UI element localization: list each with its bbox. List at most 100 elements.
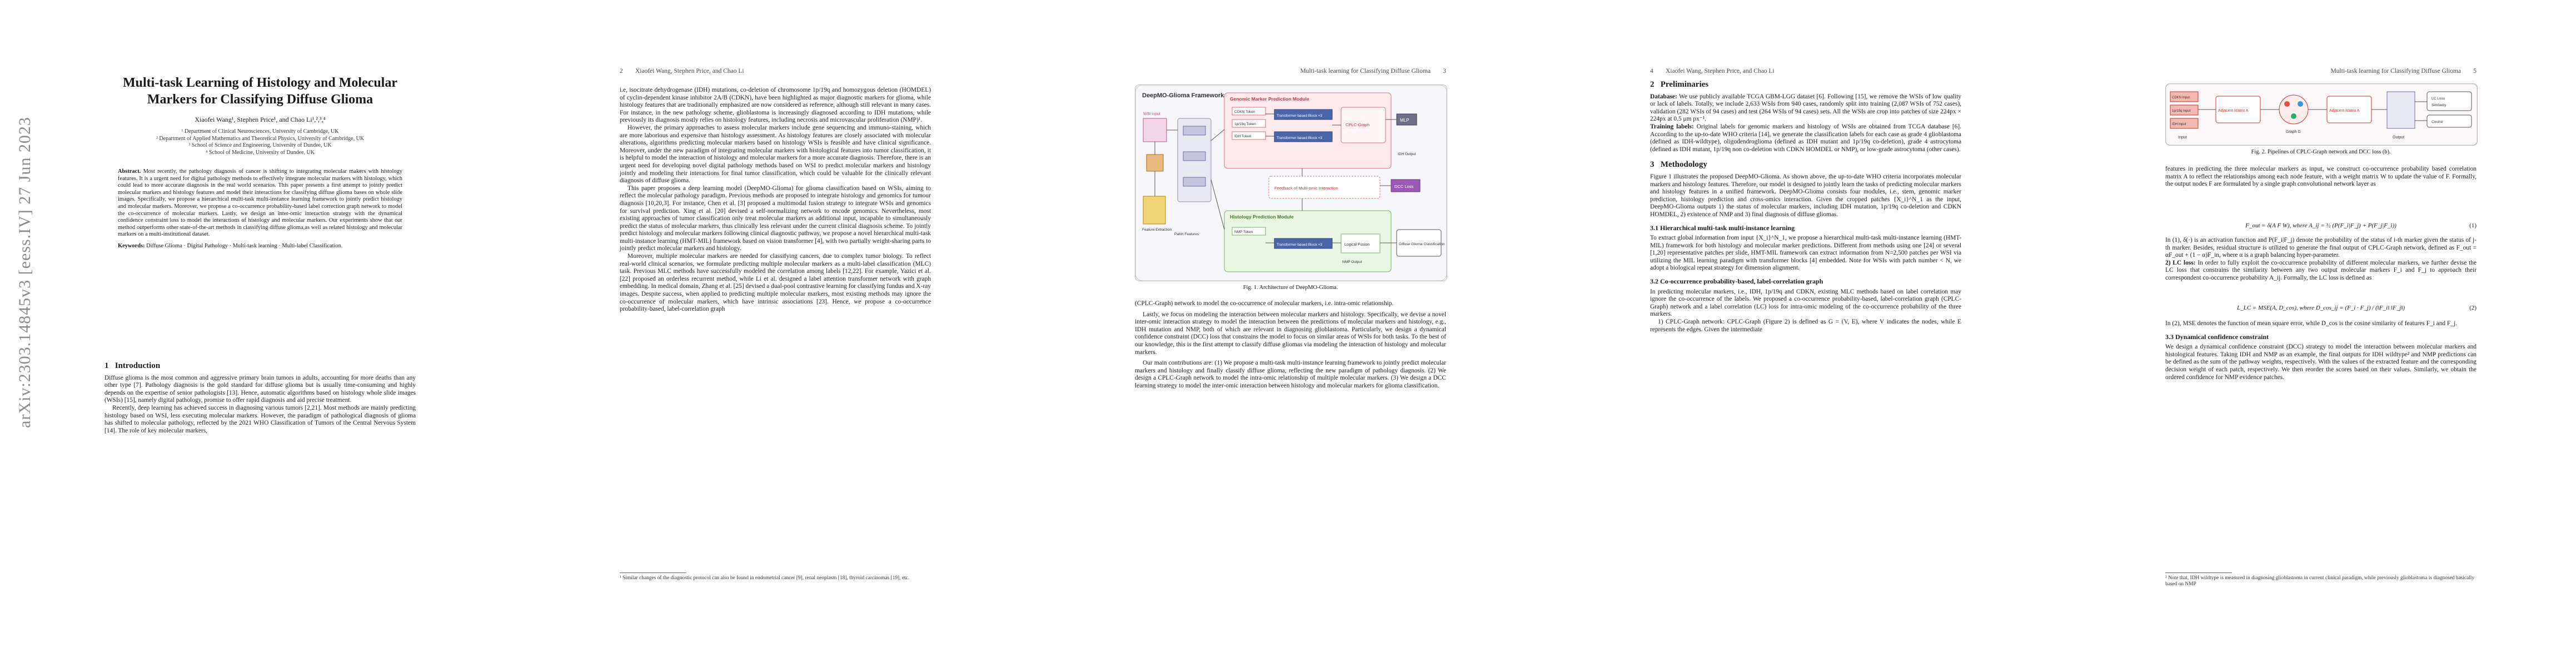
body-text: (CPLC-Graph) network to model the co-occ… — [1135, 300, 1446, 390]
keywords: Keywords: Diffuse Glioma · Digital Patho… — [118, 242, 343, 249]
idh-input — [2170, 118, 2199, 129]
svg-text:1p/19q Input: 1p/19q Input — [2172, 109, 2191, 113]
svg-text:DCC Loss: DCC Loss — [1394, 184, 1413, 189]
svg-text:Graph G: Graph G — [2286, 130, 2301, 134]
cdkn-input — [2170, 91, 2199, 102]
graph-node-group — [2279, 94, 2309, 125]
nmp-token — [1232, 227, 1266, 236]
subsection-heading: 3.1 Hierarchical multi-task multi-instan… — [1650, 223, 1795, 232]
svg-text:CDKN Token: CDKN Token — [1234, 110, 1255, 114]
svg-text:NMP Output: NMP Output — [1342, 260, 1362, 264]
svg-text:LC Loss: LC Loss — [2431, 97, 2445, 101]
svg-text:Transformer-based Block ×3: Transformer-based Block ×3 — [1277, 243, 1322, 247]
logical-fusion-box — [1341, 233, 1381, 253]
architecture-figure: DeepMO-Glioma Framework WSI Input Featur… — [1135, 84, 1447, 281]
cdkn-token — [1232, 107, 1266, 116]
running-header: Multi-task learning for Classifying Diff… — [1300, 68, 1446, 74]
transformer-block-2 — [1274, 131, 1333, 142]
subsection-heading: 3.2 Co-occurrence probability-based, lab… — [1650, 277, 1823, 286]
paragraph: Diffuse glioma is the most common and ag… — [104, 374, 416, 404]
patch-features-label: Patch Features — [1174, 232, 1199, 236]
paragraph: We design a dynamical confidence constra… — [2165, 344, 2477, 381]
running-header: 4 Xiaofei Wang, Stephen Price, and Chao … — [1650, 68, 1775, 74]
feature-extraction-block — [1143, 196, 1166, 225]
introduction: 1 Introduction Diffuse glioma is the mos… — [104, 355, 416, 435]
affiliations: ¹ Department of Clinical Neurosciences, … — [156, 128, 365, 156]
body-text: In (2), MSE denotes the function of mean… — [2165, 320, 2477, 381]
paper-title: Multi-task Learning of Histology and Mol… — [123, 76, 397, 107]
section-heading: 3 Methodology — [1650, 160, 1707, 170]
svg-text:Logical Fusion: Logical Fusion — [1344, 243, 1369, 247]
svg-text:Cosine: Cosine — [2431, 120, 2443, 124]
arxiv-stamp: arXiv:2303.14845v3 [eess.IV] 27 Jun 2023 — [16, 117, 34, 428]
subsection-heading: 3.3 Dynamical confidence constraint — [2165, 332, 2269, 341]
framework-label: DeepMO-Glioma Framework — [1142, 92, 1224, 99]
page-1: arXiv:2303.14845v3 [eess.IV] 27 Jun 2023… — [0, 0, 515, 667]
svg-text:MLP: MLP — [1400, 118, 1409, 123]
svg-text:Similarity: Similarity — [2431, 103, 2447, 107]
1p19q-input — [2170, 104, 2199, 116]
feature-extraction-label: Feature Extraction — [1142, 228, 1172, 232]
svg-text:IDH Output: IDH Output — [1398, 152, 1416, 156]
paragraph: Figure 1 illustrates the proposed DeepMO… — [1650, 173, 1961, 218]
paragraph: However, the primary approaches to asses… — [620, 124, 931, 185]
svg-text:Adjacent Matrix A: Adjacent Matrix A — [2218, 109, 2249, 113]
paragraph: 2) LC loss: In order to fully exploit th… — [2165, 259, 2477, 281]
svg-text:Feedback of Multi-omic Interac: Feedback of Multi-omic Interaction — [1274, 186, 1338, 191]
cplc-graph-figure: CDKN Input 1p/19q Input IDH Input Input … — [2165, 83, 2478, 146]
page-3: Multi-task learning for Classifying Diff… — [1030, 0, 1546, 667]
page-2: 2 Xiaofei Wang, Stephen Price, and Chao … — [515, 0, 1030, 667]
output-stack — [2386, 91, 2415, 129]
svg-text:IDH Token: IDH Token — [1234, 135, 1252, 138]
interaction-box — [1268, 176, 1381, 199]
figure-2-caption: Fig. 2. Pipelines of CPLC-Graph network … — [2251, 149, 2391, 155]
page-4: 4 Xiaofei Wang, Stephen Price, and Chao … — [1546, 0, 2061, 667]
section-heading: 2 Preliminaries — [1650, 80, 1709, 89]
transformer-block-1 — [1274, 109, 1333, 120]
svg-text:NMP Token: NMP Token — [1234, 230, 1253, 234]
paragraph: 1) CPLC-Graph network: CPLC-Graph (Figur… — [1650, 318, 1961, 333]
1p19q-token — [1232, 119, 1266, 128]
title-block: Multi-task Learning of Histology and Mol… — [104, 69, 416, 250]
footnote: ¹ Similar changes of the diagnostic prot… — [620, 573, 931, 581]
paragraph: i.e, isocitrate dehydrogenase (IDH) muta… — [620, 87, 931, 124]
cosine-box — [2426, 115, 2472, 128]
svg-text:1p/19q Token: 1p/19q Token — [1234, 122, 1256, 126]
body-text: i.e, isocitrate dehydrogenase (IDH) muta… — [620, 87, 931, 313]
svg-text:CDKN Input: CDKN Input — [2172, 96, 2190, 99]
wsi-thumbnail — [1143, 118, 1167, 142]
equation-1: F_out = δ(A F W), where A_ij = ½ (P(F_i|… — [2245, 222, 2477, 229]
running-header: 2 Xiaofei Wang, Stephen Price, and Chao … — [620, 68, 744, 74]
lc-loss-box — [2426, 91, 2472, 111]
idh-token — [1232, 131, 1266, 140]
body-text: features in predicting the three molecul… — [2165, 166, 2477, 188]
transformer-block-3 — [1274, 238, 1333, 249]
figure-1-caption: Fig. 1. Architecture of DeepMO-Glioma. — [1243, 285, 1338, 291]
paragraph: Training labels: Original labels for gen… — [1650, 123, 1961, 153]
paragraph: Recently, deep learning has achieved suc… — [104, 404, 416, 434]
equation-2: L_LC = MSE(A, D_cos), where D_cos_ij = (… — [2236, 305, 2477, 311]
paragraph: Our main contributions are: (1) We propo… — [1135, 360, 1446, 389]
paragraph: (CPLC-Graph) network to model the co-occ… — [1135, 300, 1394, 307]
running-header: Multi-task learning for Classifying Diff… — [2330, 68, 2477, 74]
paragraph: This paper proposes a deep learning mode… — [620, 185, 931, 252]
svg-text:Adjacent Matrix A: Adjacent Matrix A — [2329, 109, 2360, 113]
page-5: Multi-task learning for Classifying Diff… — [2061, 0, 2576, 667]
paragraph: Lastly, we focus on modeling the interac… — [1135, 311, 1446, 356]
authors: Xiaofei Wang¹, Stephen Price¹, and Chao … — [195, 116, 326, 123]
paragraph: To extract global information from input… — [1650, 235, 1961, 272]
paragraph: In predicting molecular markers, i.e., I… — [1650, 288, 1961, 318]
paragraph: Database: We use publicly available TCGA… — [1650, 93, 1961, 123]
paragraph: In (1), δ(·) is an activation function a… — [2165, 237, 2477, 259]
paragraph: In (2), MSE denotes the function of mean… — [2165, 320, 2457, 327]
footnote: ² Note that, IDH wildtype is measured in… — [2165, 573, 2477, 588]
svg-text:Transformer-based Block ×3: Transformer-based Block ×3 — [1277, 114, 1322, 118]
abstract: Abstract. Most recently, the pathology d… — [118, 168, 402, 238]
body-text: In (1), δ(·) is an activation function a… — [2165, 237, 2477, 282]
paragraph: Moreover, multiple molecular markers are… — [620, 253, 931, 313]
wsi-label: WSI Input — [1143, 112, 1160, 116]
genomic-module-label: Genomic Marker Prediction Module — [1230, 96, 1309, 102]
svg-text:Output: Output — [2393, 136, 2404, 140]
svg-text:CPLC-Graph: CPLC-Graph — [1346, 122, 1369, 127]
paragraph: features in predicting the three molecul… — [2165, 166, 2477, 188]
